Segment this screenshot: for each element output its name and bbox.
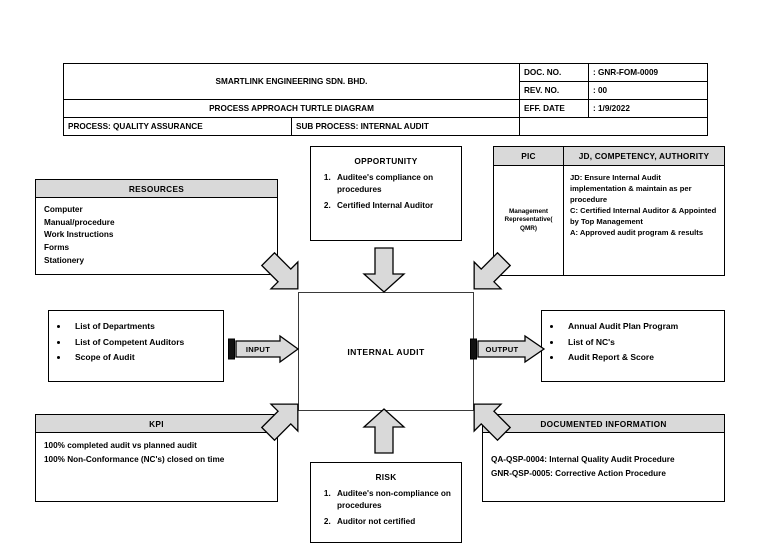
header-row-2: REV. NO. : 00 [64, 81, 708, 100]
list-item: Manual/procedure [44, 217, 115, 227]
list-item: GNR-QSP-0005: Corrective Action Procedur… [491, 468, 666, 478]
kpi-title: KPI [36, 415, 277, 433]
rev-no-value: : 00 [588, 81, 708, 100]
pic-details: JD: Ensure Internal Audit implementation… [563, 165, 725, 276]
input-box: List of Departments List of Competent Au… [48, 310, 224, 382]
opportunity-list: Auditee's compliance on procedures Certi… [311, 172, 461, 212]
eff-date-value: : 1/9/2022 [588, 99, 708, 118]
arrow-input [228, 334, 300, 364]
rev-no-label: REV. NO. [519, 81, 589, 100]
arrow-opportunity-to-process [362, 247, 406, 293]
list-item: Work Instructions [44, 230, 114, 240]
pic-column-header: PIC [493, 146, 564, 166]
input-list: List of Departments List of Competent Au… [49, 319, 223, 366]
list-item: 100% completed audit vs planned audit [44, 441, 197, 450]
opportunity-box: OPPORTUNITY Auditee's compliance on proc… [310, 146, 462, 241]
resources-title: RESOURCES [36, 180, 277, 198]
input-arrow-label: INPUT [245, 345, 271, 354]
list-item: Computer [44, 205, 83, 214]
eff-date-label: EFF. DATE [519, 99, 589, 118]
documented-information-title: DOCUMENTED INFORMATION [483, 415, 724, 433]
list-item: Scope of Audit [69, 350, 223, 366]
risk-title: RISK [375, 472, 397, 482]
list-item: Annual Audit Plan Program [562, 319, 724, 335]
header-row-4: PROCESS: QUALITY ASSURANCE SUB PROCESS: … [63, 117, 708, 136]
list-item: 100% Non-Conformance (NC's) closed on ti… [44, 454, 225, 464]
list-item: Audit Report & Score [562, 350, 724, 366]
documented-information-box: DOCUMENTED INFORMATION QA-QSP-0004: Inte… [482, 414, 725, 502]
list-item: Forms [44, 243, 70, 253]
arrow-documented-information-to-process [473, 403, 512, 442]
process-center-box: INTERNAL AUDIT [298, 292, 474, 411]
kpi-box: KPI 100% completed audit vs planned audi… [35, 414, 278, 502]
jd-column-header: JD, COMPETENCY, AUTHORITY [563, 146, 725, 166]
list-item: List of NC's [562, 335, 724, 351]
list-item: QA-QSP-0004: Internal Quality Audit Proc… [491, 455, 675, 464]
resources-box: RESOURCES Computer Manual/procedure Work… [35, 179, 278, 275]
header-row-3: PROCESS APPROACH TURTLE DIAGRAM EFF. DAT… [63, 99, 708, 118]
arrow-pic-to-process [473, 251, 512, 290]
header-row-1: SMARTLINK ENGINEERING SDN. BHD. DOC. NO.… [63, 63, 708, 100]
risk-list: Auditee's non-compliance on procedures A… [311, 488, 461, 528]
sub-process-name: SUB PROCESS: INTERNAL AUDIT [291, 117, 520, 136]
list-item: List of Departments [69, 319, 223, 335]
documented-information-lines: QA-QSP-0004: Internal Quality Audit Proc… [483, 433, 724, 485]
output-list: Annual Audit Plan Program List of NC's A… [542, 319, 724, 366]
jd-line: JD: Ensure Internal Audit implementation… [570, 173, 692, 204]
list-item: Certified Internal Auditor [333, 200, 461, 212]
process-center-label: INTERNAL AUDIT [347, 346, 425, 357]
arrow-risk-to-process [362, 408, 406, 454]
authority-line: A: Approved audit program & results [570, 228, 704, 237]
process-name: PROCESS: QUALITY ASSURANCE [63, 117, 292, 136]
document-header-table: SMARTLINK ENGINEERING SDN. BHD. DOC. NO.… [63, 63, 708, 136]
competency-line: C: Certified Internal Auditor & Appointe… [570, 206, 717, 226]
list-item: Auditor not certified [333, 516, 461, 528]
list-item: List of Competent Auditors [69, 335, 223, 351]
arrow-output [470, 334, 546, 364]
company-name: SMARTLINK ENGINEERING SDN. BHD. [63, 63, 520, 100]
pic-person-name: Management Representative( QMR) [493, 165, 564, 276]
doc-no-value: : GNR-FOM-0009 [588, 63, 708, 82]
arrow-resources-to-process [260, 251, 299, 290]
pic-responsibility-table: PIC JD, COMPETENCY, AUTHORITY Management… [493, 146, 725, 276]
document-type-title: PROCESS APPROACH TURTLE DIAGRAM [63, 99, 520, 118]
kpi-lines: 100% completed audit vs planned audit 10… [36, 433, 277, 471]
list-item: Stationery [44, 255, 85, 265]
output-box: Annual Audit Plan Program List of NC's A… [541, 310, 725, 382]
list-item: Auditee's non-compliance on procedures [333, 488, 461, 513]
output-arrow-label: OUTPUT [485, 345, 519, 354]
table-row: Management Representative( QMR) JD: Ensu… [493, 165, 725, 276]
resources-list: Computer Manual/procedure Work Instructi… [36, 198, 277, 272]
list-item: Auditee's compliance on procedures [333, 172, 461, 197]
pic-header-row: PIC JD, COMPETENCY, AUTHORITY [493, 146, 725, 166]
opportunity-title: OPPORTUNITY [354, 156, 418, 166]
doc-no-label: DOC. NO. [519, 63, 589, 82]
header-empty-cell [519, 117, 708, 136]
risk-box: RISK Auditee's non-compliance on procedu… [310, 462, 462, 543]
arrow-kpi-to-process [260, 403, 299, 442]
